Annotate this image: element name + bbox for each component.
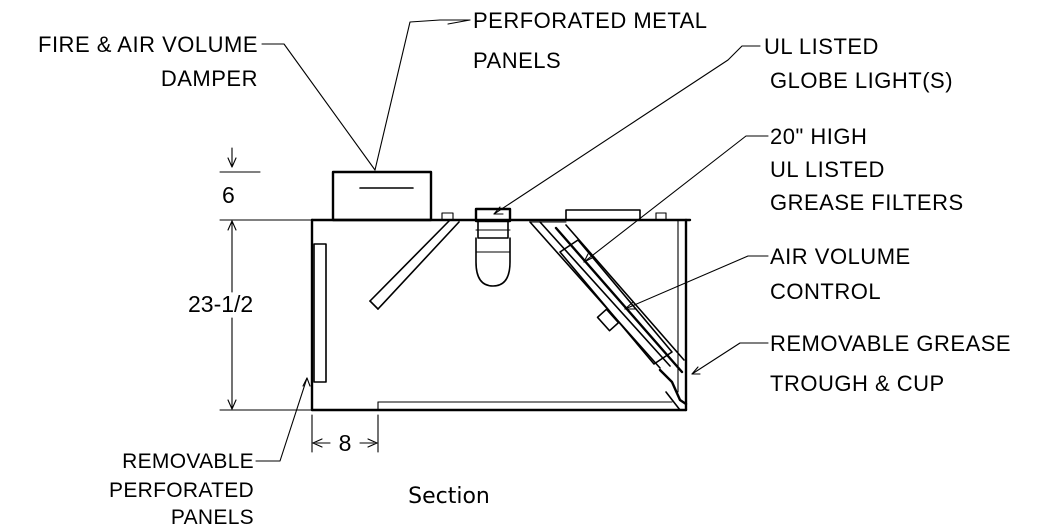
dimension-top: 6 <box>222 182 235 208</box>
callout-perforated-metal: PERFORATED METAL PANELS <box>473 8 708 73</box>
callout-globe-light: UL LISTED GLOBE LIGHT(S) <box>764 34 953 93</box>
grease-filter-assembly <box>529 221 688 411</box>
globe-light <box>474 207 512 287</box>
dimension-height: 23-1/2 <box>188 291 253 317</box>
perforated-side-panel <box>313 243 327 383</box>
grease-trough-line-1: REMOVABLE GREASE <box>770 331 1011 356</box>
grease-filters-line-1: 20" HIGH <box>770 124 867 149</box>
removable-panels-line-2: PERFORATED <box>109 479 254 502</box>
air-volume-line-1: AIR VOLUME <box>770 244 911 269</box>
callout-grease-trough: REMOVABLE GREASE TROUGH & CUP <box>770 331 1011 396</box>
dimension-lines <box>219 147 379 453</box>
globe-light-line-1: UL LISTED <box>764 34 879 59</box>
section-caption: Section <box>408 484 490 509</box>
callout-grease-filters: 20" HIGH UL LISTED GREASE FILTERS <box>770 124 964 215</box>
callout-fire-damper: FIRE & AIR VOLUME DAMPER <box>38 32 258 91</box>
grease-filters-line-3: GREASE FILTERS <box>770 190 964 215</box>
globe-light-line-2: GLOBE LIGHT(S) <box>770 68 953 93</box>
callout-removable-panels: REMOVABLE PERFORATED PANELS <box>109 450 254 529</box>
duct-collar <box>331 170 433 222</box>
fire-damper-line-1: FIRE & AIR VOLUME <box>38 32 258 57</box>
grease-trough-line-2: TROUGH & CUP <box>770 371 945 396</box>
perforated-metal-line-2: PANELS <box>473 48 561 73</box>
leader-lines <box>255 19 769 462</box>
right-duct-stub <box>565 209 667 221</box>
callout-air-volume: AIR VOLUME CONTROL <box>770 244 911 304</box>
air-volume-line-2: CONTROL <box>770 279 881 304</box>
removable-panels-line-1: REMOVABLE <box>122 450 254 473</box>
perforated-metal-line-1: PERFORATED METAL <box>473 8 708 33</box>
fire-damper-line-2: DAMPER <box>161 66 258 91</box>
left-baffle <box>369 212 460 310</box>
grease-filters-line-2: UL LISTED <box>770 157 885 182</box>
removable-panels-line-3: PANELS <box>171 506 254 529</box>
dimension-depth: 8 <box>339 430 352 456</box>
